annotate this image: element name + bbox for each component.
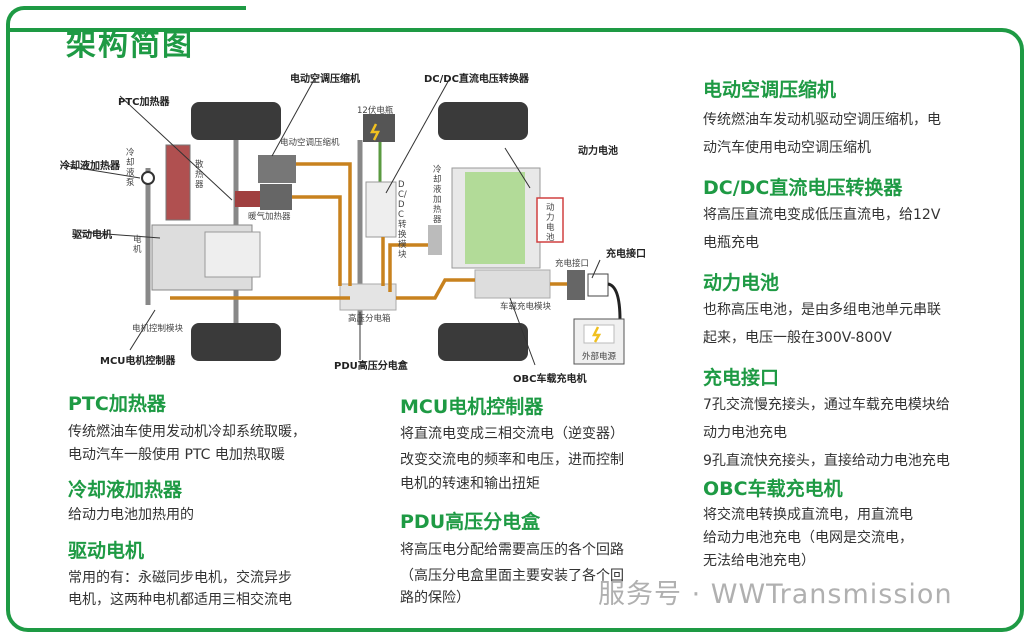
battery-cells [465, 172, 525, 264]
text-mcu-1: 将直流电变成三相交流电（逆变器） [400, 426, 624, 442]
text-mcu-3: 电机的转速和输出扭矩 [400, 476, 540, 492]
lightning-icon [591, 326, 602, 343]
label-obc: OBC车载充电机 [513, 374, 587, 385]
sublabel-pump: 冷却液泵 [126, 148, 135, 188]
text-battery-1: 也称高压电池，是由多组电池单元串联 [703, 302, 941, 318]
heading-ac: 电动空调压缩机 [703, 79, 837, 101]
wheels [191, 102, 528, 361]
sublabel-ac: 电动空调压缩机 [280, 138, 340, 148]
sublabel-motor: 电机 [133, 235, 142, 255]
heading-port: 充电接口 [703, 367, 780, 389]
ptc-housing [260, 184, 292, 210]
sublabel-warm-heater: 暖气加热器 [248, 212, 291, 222]
label-ac-compressor: 电动空调压缩机 [290, 74, 360, 85]
text-pdu-1: 将高压电分配给需要高压的各个回路 [400, 542, 624, 558]
coolant-heater-unit [428, 225, 442, 255]
label-battery: 动力电池 [578, 146, 618, 157]
sublabel-ext-power: 外部电源 [582, 352, 617, 362]
watermark: 服务号 · WWTransmission [598, 579, 953, 610]
text-motor-1: 常用的有：永磁同步电机，交流异步 [68, 570, 292, 586]
battery-label-box [536, 197, 564, 243]
label-dcdc: DC/DC直流电压转换器 [424, 74, 529, 85]
text-dcdc-2: 电瓶充电 [703, 235, 759, 251]
text-obc-3: 无法给电池充电） [703, 553, 815, 569]
text-ptc-1: 传统燃油车使用发动机冷却系统取暖， [68, 424, 306, 440]
text-port-2: 动力电池充电 [703, 425, 787, 441]
text-ptc-2: 电动汽车一般使用 PTC 电加热取暖 [68, 447, 285, 463]
text-dcdc-1: 将高压直流电变成低压直流电，给12V [703, 207, 941, 223]
charge-plug [587, 273, 609, 297]
radiator [165, 144, 191, 221]
ac-compressor [258, 155, 296, 183]
label-charge-port: 充电接口 [606, 249, 646, 260]
ptc-heater [235, 191, 265, 207]
heading-pdu: PDU高压分电盒 [400, 511, 541, 533]
text-ac-2: 动汽车使用电动空调压缩机 [703, 140, 871, 156]
charge-cable [607, 282, 622, 321]
text-port-3: 9孔直流快充接头，直接给动力电池充电 [703, 453, 950, 469]
label-mcu: MCU电机控制器 [100, 356, 176, 367]
text-pdu-2: （高压分电盒里面主要安装了各个回 [400, 568, 624, 584]
text-port-1: 7孔交流慢充接头，通过车载充电模块给 [703, 397, 950, 413]
wheel-front-left [191, 102, 281, 140]
text-mcu-2: 改变交流电的频率和电压，进而控制 [400, 452, 624, 468]
sublabel-12v: 12伏电瓶 [357, 106, 394, 116]
sublabel-charge-port: 充电接口 [555, 259, 590, 269]
sublabel-radiator: 散热器 [195, 160, 204, 190]
heading-mcu: MCU电机控制器 [400, 396, 544, 418]
text-coolant-1: 给动力电池加热用的 [68, 507, 194, 523]
sublabel-battery: 动力电池 [546, 203, 555, 243]
sublabel-dcdc-module: DC/DC转换模块 [398, 180, 407, 260]
label-ptc: PTC加热器 [118, 97, 170, 108]
ev-architecture-diagram [60, 77, 625, 366]
text-ac-1: 传统燃油车发动机驱动空调压缩机，电 [703, 112, 941, 128]
onboard-charger [474, 269, 551, 299]
label-drive-motor: 驱动电机 [72, 230, 112, 241]
heading-dcdc: DC/DC直流电压转换器 [703, 177, 903, 199]
content-frame [6, 28, 1024, 632]
text-motor-2: 电机，这两种电机都适用三相交流电 [68, 592, 292, 608]
hv-cables [170, 162, 567, 300]
gearbox [204, 231, 261, 278]
text-obc-2: 给动力电池充电（电网是交流电， [703, 530, 913, 546]
label-coolant-heater: 冷却液加热器 [60, 161, 120, 172]
sublabel-coolant-heater: 冷却液加热器 [433, 165, 442, 225]
heading-coolant: 冷却液加热器 [68, 479, 183, 501]
text-battery-2: 起来，电压一般在300V-800V [703, 330, 892, 346]
wheel-front-right [438, 102, 528, 140]
leader-lines [60, 77, 601, 366]
page-title: 架构简图 [66, 28, 194, 63]
label-pdu: PDU高压分电盒 [334, 361, 408, 372]
heading-obc: OBC车载充电机 [703, 478, 843, 500]
dcdc-module [365, 181, 397, 238]
coolant-pump [141, 171, 155, 185]
12v-battery [363, 114, 395, 142]
sublabel-hv-box: 高压分电箱 [348, 314, 391, 324]
wheel-rear-right [438, 323, 528, 361]
lightning-icon [369, 123, 381, 141]
charge-port [567, 270, 585, 300]
wheel-rear-left [191, 323, 281, 361]
sublabel-motor-ctrl: 电机控制模块 [132, 324, 184, 334]
text-pdu-3: 路的保险） [400, 590, 470, 606]
text-obc-1: 将交流电转换成直流电，用直流电 [703, 507, 913, 523]
sublabel-onboard-module: 车载充电模块 [500, 302, 552, 312]
title-tab-border [6, 6, 246, 36]
heading-battery: 动力电池 [703, 272, 780, 294]
heading-motor: 驱动电机 [68, 540, 145, 562]
heading-ptc: PTC加热器 [68, 393, 166, 415]
